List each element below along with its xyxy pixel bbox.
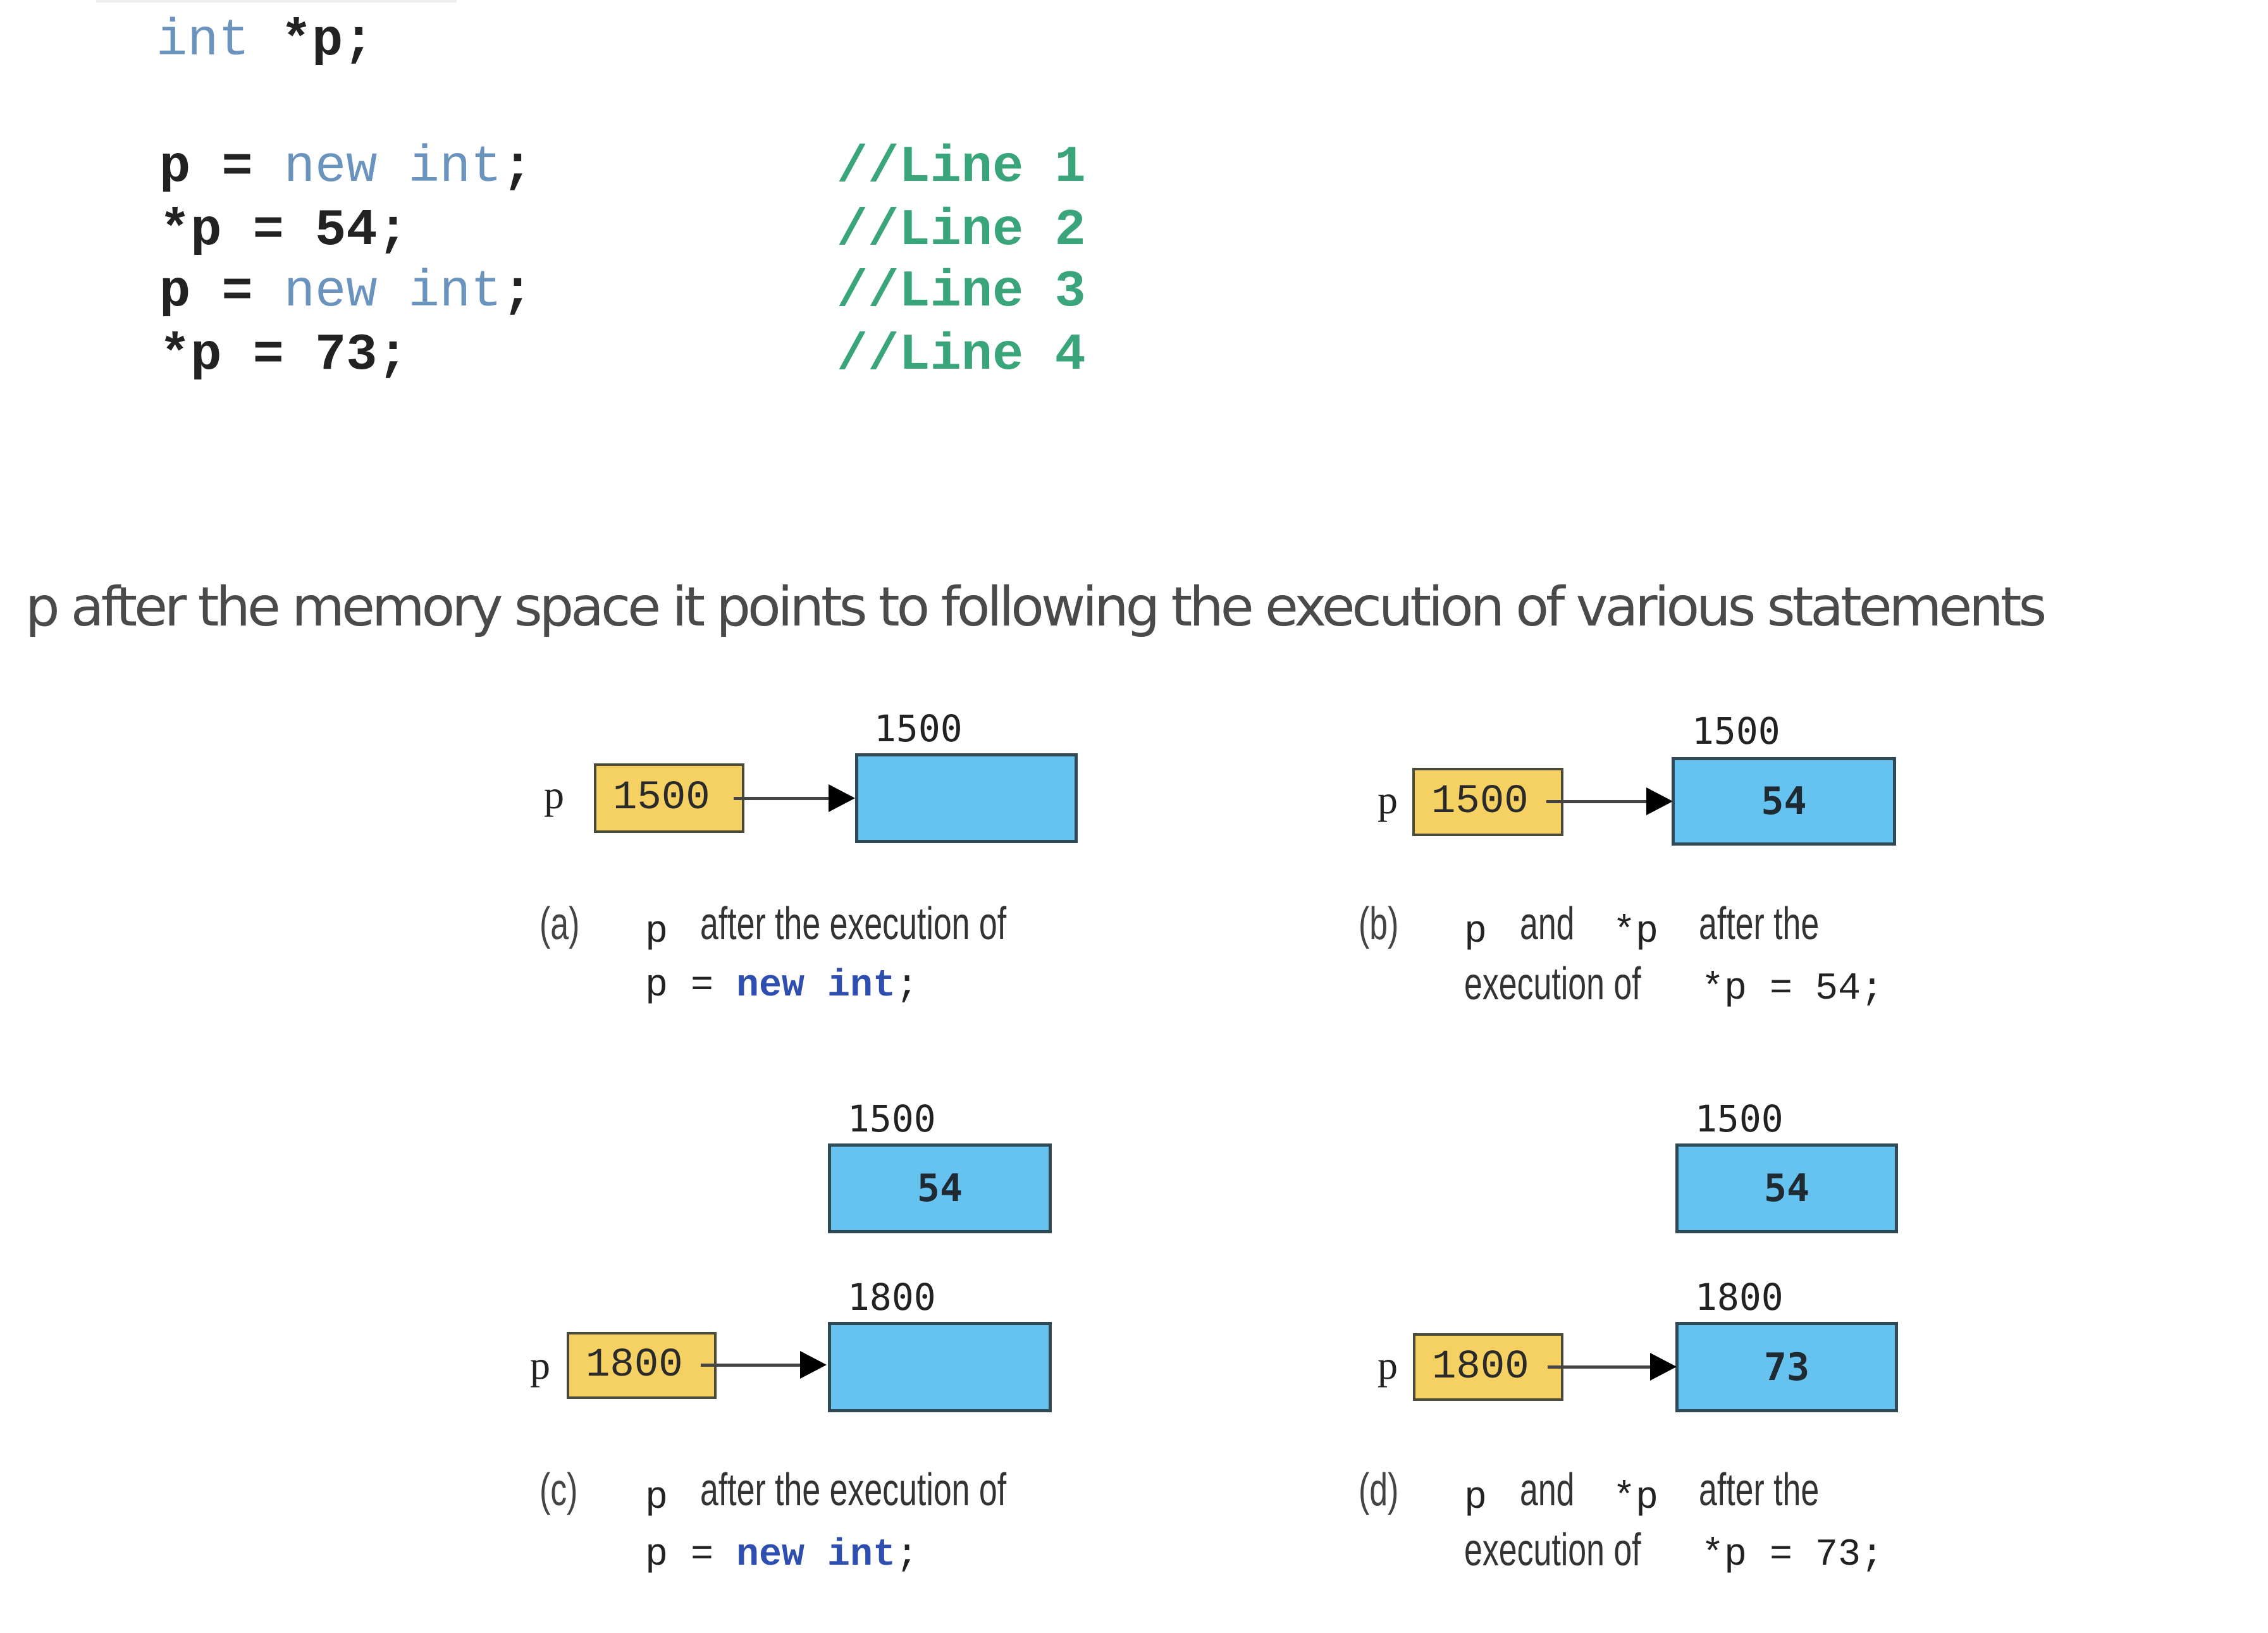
code-declaration: int *p; [156,9,374,73]
memory-cell: 73 [1675,1322,1898,1412]
code-keyword: new int [283,262,502,321]
caption-statement: *p = 73; [1701,1534,1884,1577]
caption-code: p [1464,1477,1488,1520]
memory-address: 1500 [847,1097,936,1140]
pointer-box: 1500 [1412,768,1563,836]
arrowhead-icon [829,784,855,812]
caption-statement: p = new int; [645,1534,919,1577]
code-text: *p; [249,11,374,70]
code-text: ; [502,262,533,321]
code-comment-3: //Line 3 [837,262,1086,321]
pointer-label: p [530,1343,550,1388]
panel-tag: (b) [1359,899,1399,949]
code-text: *p = 73; [159,326,409,385]
code-text: ; [502,138,533,197]
memory-address: 1800 [847,1276,936,1319]
caption-text: after the [1699,899,1820,949]
caption-code: *p [1613,911,1659,954]
caption-text: execution of [1464,959,1641,1009]
code-line-1: p = new int; [159,136,533,199]
caption-statement: p = new int; [645,964,919,1008]
memory-cell: 54 [828,1143,1052,1233]
caption-text: and [1520,899,1575,949]
code-comment-2: //Line 2 [837,201,1086,260]
pointer-arrow [1546,800,1646,803]
top-divider [96,0,457,3]
panel-tag: (a) [539,899,580,949]
arrowhead-icon [800,1351,827,1379]
memory-address: 1500 [1695,1097,1784,1140]
code-comment-1: //Line 1 [837,138,1086,197]
figure-caption: p after the memory space it points to fo… [25,576,2047,639]
pointer-arrow [701,1364,800,1367]
code-text: p = [159,262,284,321]
caption-text: after the execution of [700,899,1007,949]
caption-code: p [645,1477,669,1520]
caption-code: p [645,911,669,954]
caption-text: after the [1699,1465,1820,1515]
caption-text: after the execution of [700,1465,1007,1515]
memory-address: 1500 [1692,710,1780,753]
pointer-label: p [544,772,564,817]
code-line-2: *p = 54; [159,199,409,262]
memory-cell [855,753,1078,843]
pointer-box: 1800 [1413,1333,1563,1401]
memory-cell [828,1322,1052,1412]
code-line-3: p = new int; [159,261,533,324]
arrowhead-icon [1646,787,1673,815]
code-keyword: new int [283,138,502,197]
memory-address: 1500 [874,707,963,750]
pointer-box: 1500 [594,763,744,833]
panel-tag: (d) [1359,1465,1399,1515]
caption-statement: *p = 54; [1701,968,1884,1011]
code-text: p = [159,138,284,197]
memory-cell: 54 [1675,1143,1898,1233]
memory-cell: 54 [1672,757,1896,846]
caption-code: *p [1613,1477,1659,1520]
code-comment-4: //Line 4 [837,326,1086,385]
pointer-label: p [1377,1343,1398,1388]
code-text: *p = 54; [159,201,409,260]
panel-tag: (c) [539,1465,578,1515]
pointer-arrow [1548,1365,1650,1369]
pointer-arrow [734,797,829,800]
code-line-4: *p = 73; [159,324,409,387]
caption-code: p [1464,911,1488,954]
arrowhead-icon [1650,1353,1677,1381]
memory-address: 1800 [1695,1276,1784,1319]
caption-text: execution of [1464,1525,1641,1575]
caption-text: and [1520,1465,1575,1515]
code-keyword: int [156,11,250,70]
pointer-label: p [1377,777,1398,822]
pointer-box: 1800 [567,1332,717,1399]
